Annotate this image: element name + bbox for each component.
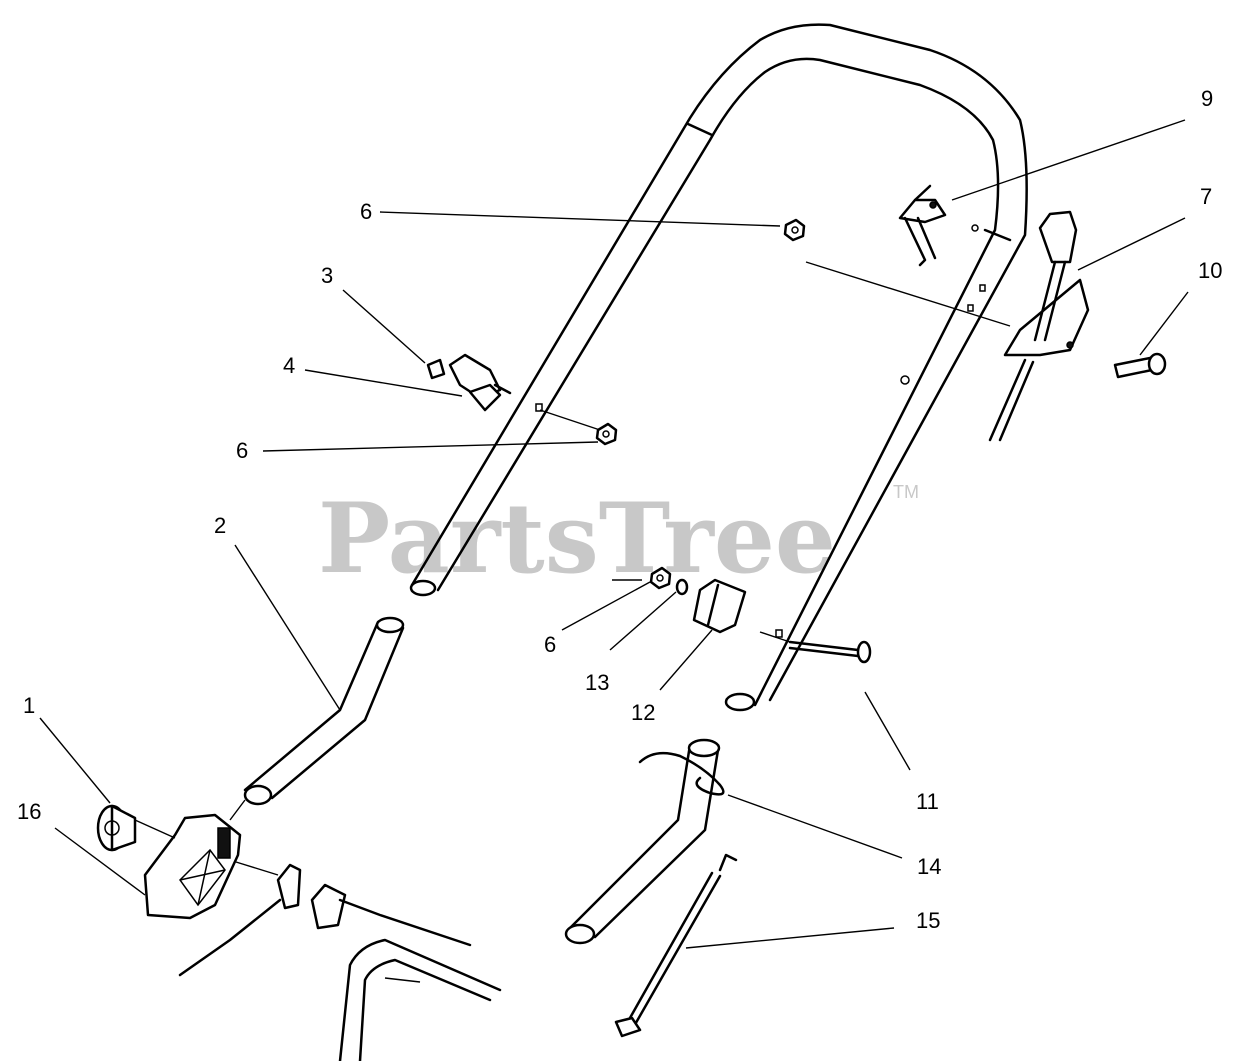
handle-bracket-part-16 (143, 813, 242, 920)
callout-9: 9 (1201, 86, 1213, 111)
bolt-part-10 (1113, 352, 1167, 379)
upper-handle (409, 23, 1028, 712)
hairpin-clip-part-14 (638, 751, 725, 796)
watermark-trademark: TM (893, 482, 919, 502)
cable-clip-parts-3-4 (426, 353, 512, 412)
callout-3: 3 (321, 263, 333, 288)
watermark-brand: PartsTree (318, 482, 836, 595)
callout-15: 15 (916, 908, 940, 933)
callout-12: 12 (631, 700, 655, 725)
callout-2: 2 (214, 513, 226, 538)
callout-16: 16 (17, 799, 41, 824)
callout-6-upper: 6 (360, 199, 372, 224)
callout-14: 14 (917, 854, 941, 879)
callout-11: 11 (916, 789, 939, 814)
lower-handle-part-2 (243, 616, 405, 806)
callout-1: 1 (23, 693, 35, 718)
shift-bracket-part-7 (988, 210, 1090, 442)
nut-part-6-middle (595, 422, 618, 446)
callout-labels: 6 9 7 10 3 4 6 2 6 13 12 11 14 15 1 16 (17, 86, 1222, 933)
cable-fitting-part-9 (898, 184, 947, 267)
mower-deck-fragment (178, 863, 502, 1061)
knob-part-1 (96, 804, 137, 852)
spacer-part-12 (692, 578, 747, 634)
carriage-bolt-part-11 (788, 640, 872, 664)
callout-7: 7 (1200, 184, 1212, 209)
nut-part-6-upper (783, 218, 806, 242)
leader-lines (39, 119, 1189, 949)
washer-part-13 (675, 578, 689, 596)
callout-6-lower: 6 (544, 632, 556, 657)
callout-4: 4 (283, 353, 295, 378)
callout-13: 13 (585, 670, 609, 695)
callout-6-middle: 6 (236, 438, 248, 463)
nut-part-6-lower (649, 566, 672, 590)
rod-part-15 (614, 853, 738, 1038)
callout-10: 10 (1198, 258, 1222, 283)
lower-handle-right (564, 738, 721, 945)
watermark: PartsTree TM (318, 482, 919, 595)
